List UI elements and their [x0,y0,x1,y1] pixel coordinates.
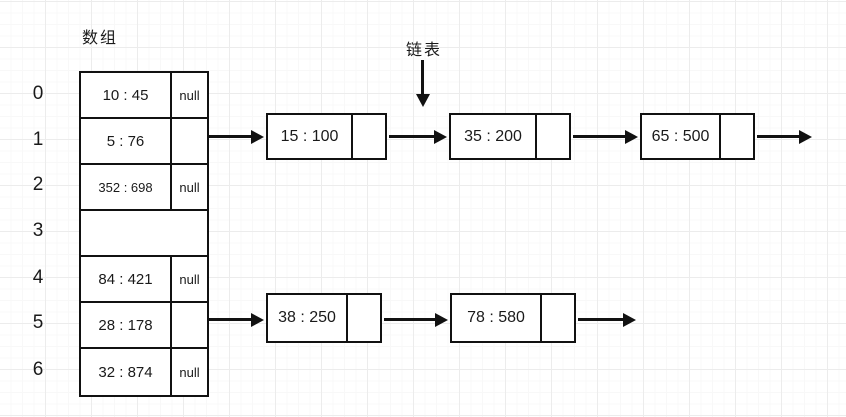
node-next-pointer [542,295,574,341]
node-key-value: 78 : 580 [452,295,542,341]
array-index-label: 0 [32,83,44,104]
arrow-right-icon [207,129,264,144]
array-index-label: 1 [32,129,44,150]
node-next-pointer [721,115,753,158]
arrow-down-icon [415,60,430,107]
array-cell-key-value: 10 : 45 [81,73,172,117]
array-index-label: 2 [32,174,44,195]
arrow-right-icon [573,129,638,144]
list-node: 65 : 500 [640,113,755,160]
array-cell-next-pointer [172,119,207,163]
node-next-pointer [537,115,569,158]
array-index-label: 6 [32,359,44,380]
array-table: 10 : 45 null 5 : 76 352 : 698 null 84 : … [79,71,209,397]
node-next-pointer [348,295,380,341]
array-cell-key-value: 84 : 421 [81,257,172,301]
list-node: 38 : 250 [266,293,382,343]
array-cell-key-value: 32 : 874 [81,349,172,395]
arrow-right-icon [578,312,636,327]
list-node: 15 : 100 [266,113,387,160]
node-key-value: 35 : 200 [451,115,537,158]
array-cell-next-pointer: null [179,271,200,287]
array-index-label: 5 [32,312,44,333]
node-key-value: 38 : 250 [268,295,348,341]
arrow-right-icon [389,129,447,144]
array-cell-next-pointer: null [179,364,200,380]
array-row-empty [81,211,207,257]
array-cell-next-pointer: null [179,87,200,103]
arrow-right-icon [757,129,812,144]
node-key-value: 65 : 500 [642,115,721,158]
array-row: 32 : 874 null [81,349,207,395]
node-key-value: 15 : 100 [268,115,353,158]
array-cell-key-value: 5 : 76 [81,119,172,163]
node-next-pointer [353,115,385,158]
array-cell-next-pointer [172,303,207,347]
array-row: 10 : 45 null [81,73,207,119]
array-cell-key-value: 28 : 178 [81,303,172,347]
array-index-label: 4 [32,267,44,288]
array-index-label: 3 [32,220,44,241]
array-cell-key-value: 352 : 698 [81,165,172,209]
linked-list-label: 链表 [406,42,443,59]
arrow-right-icon [207,312,264,327]
array-row: 84 : 421 null [81,257,207,303]
array-row: 352 : 698 null [81,165,207,211]
arrow-right-icon [384,312,448,327]
list-node: 35 : 200 [449,113,571,160]
array-label: 数组 [82,30,119,47]
array-cell-next-pointer: null [179,179,200,195]
array-row: 5 : 76 [81,119,207,165]
array-row: 28 : 178 [81,303,207,349]
list-node: 78 : 580 [450,293,576,343]
array-cell-key-value [81,211,207,255]
